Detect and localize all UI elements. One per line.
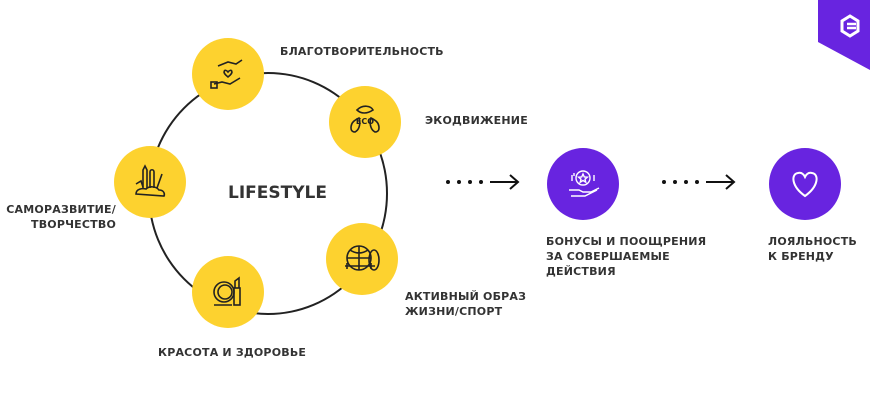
eco-leaves-icon: ECO xyxy=(350,105,380,133)
cosmetics-icon xyxy=(213,276,241,306)
node-bonuses xyxy=(547,148,619,220)
flow-arrow-2 xyxy=(662,174,736,190)
label-sport: АКТИВНЫЙ ОБРАЗ ЖИЗНИ/СПОРТ xyxy=(405,290,527,318)
brushes-icon xyxy=(135,164,166,197)
center-label: LIFESTYLE xyxy=(228,183,327,203)
label-beauty: КРАСОТА И ЗДОРОВЬЕ xyxy=(158,346,307,359)
node-charity xyxy=(192,38,264,110)
node-sport xyxy=(326,223,398,295)
label-charity: БЛАГОТВОРИТЕЛЬНОСТЬ xyxy=(280,45,444,58)
flow-arrow-1 xyxy=(446,174,520,190)
label-self-development: САМОРАЗВИТИЕ/ ТВОРЧЕСТВО xyxy=(6,203,116,231)
logo-hexagon-icon xyxy=(840,14,860,38)
node-self-development xyxy=(114,146,186,218)
svg-text:ECO: ECO xyxy=(356,117,374,126)
node-beauty xyxy=(192,256,264,328)
charity-hands-heart-icon xyxy=(210,59,243,89)
hand-star-coin-icon xyxy=(569,170,600,197)
label-loyalty: ЛОЯЛЬНОСТЬ К БРЕНДУ xyxy=(768,235,857,263)
sport-balls-icon xyxy=(345,245,380,271)
label-bonuses: БОНУСЫ И ПООЩРЕНИЯ ЗА СОВЕРШАЕМЫЕ ДЕЙСТВ… xyxy=(546,235,707,278)
node-loyalty xyxy=(769,148,841,220)
heart-icon xyxy=(792,171,818,198)
brand-logo xyxy=(818,0,870,70)
node-eco: ECO xyxy=(329,86,401,158)
label-eco: ЭКОДВИЖЕНИЕ xyxy=(425,114,528,127)
